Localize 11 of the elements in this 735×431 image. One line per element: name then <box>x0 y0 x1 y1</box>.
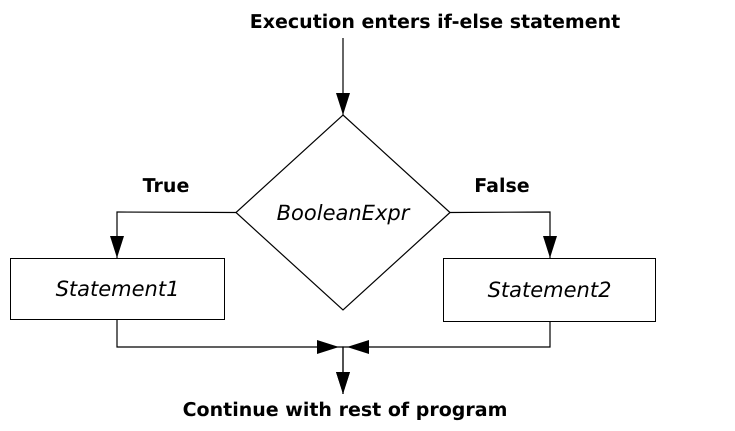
process-box <box>10 258 225 320</box>
arrow <box>336 38 350 115</box>
condition-text: BooleanExpr <box>276 200 410 224</box>
flow-text: Execution enters if-else statement <box>250 11 620 33</box>
flow-text: Continue with rest of program <box>182 399 508 421</box>
process-box <box>443 258 656 322</box>
arrow <box>110 211 236 258</box>
arrow <box>336 322 551 394</box>
statement-text: Statement1 <box>56 277 180 301</box>
statement-text: Statement2 <box>488 278 612 302</box>
arrow <box>450 211 557 258</box>
